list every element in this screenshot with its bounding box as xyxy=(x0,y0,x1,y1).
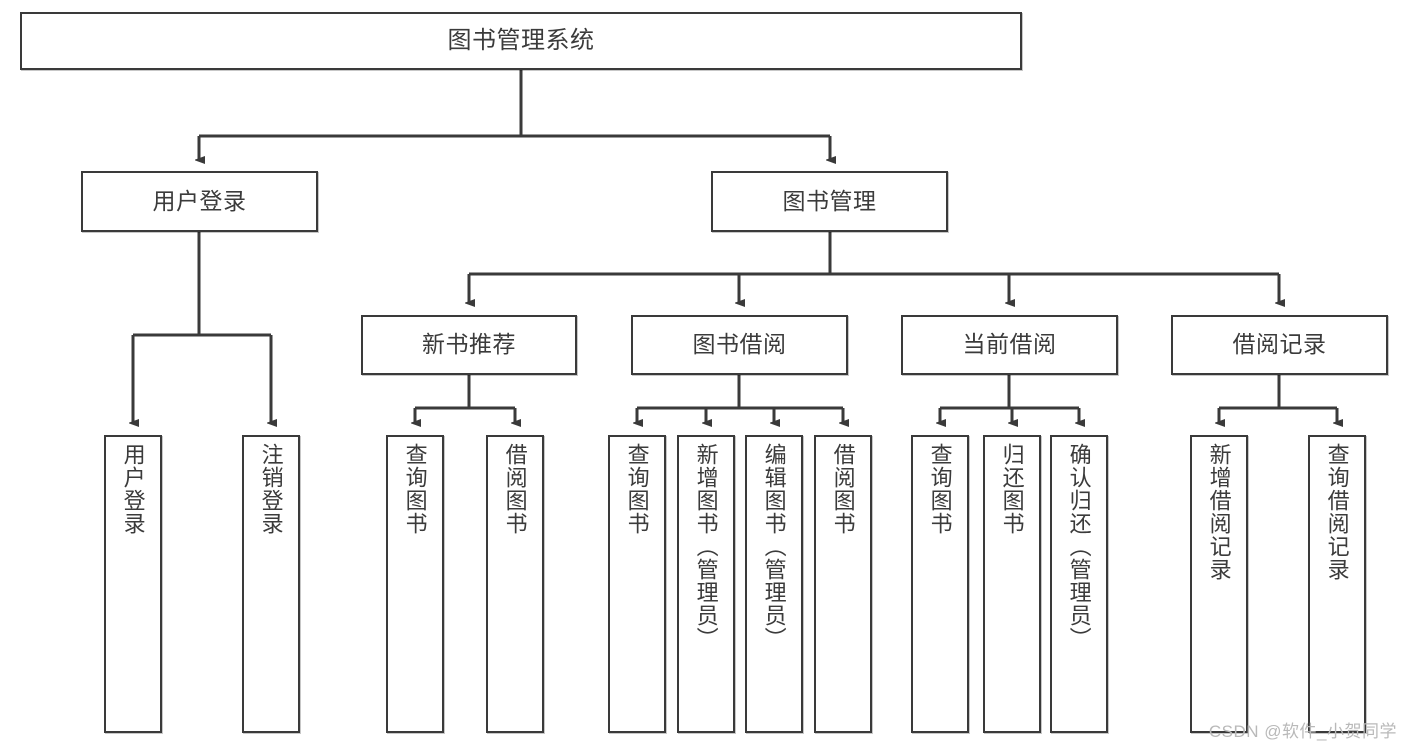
node-book-borrow[interactable]: 图书借阅 xyxy=(631,315,848,375)
node-leaf-user-login[interactable]: 用户登录 xyxy=(104,435,162,733)
node-leaf-borrow-book-2[interactable]: 借阅图书 xyxy=(814,435,872,733)
node-leaf-edit-book[interactable]: 编辑图书（管理员） xyxy=(745,435,803,733)
node-leaf-add-record-label: 新增借阅记录 xyxy=(1206,443,1232,581)
node-leaf-query-book-3[interactable]: 查询图书 xyxy=(911,435,969,733)
node-leaf-add-record[interactable]: 新增借阅记录 xyxy=(1190,435,1248,733)
node-leaf-return-book[interactable]: 归还图书 xyxy=(983,435,1041,733)
watermark: CSDN @软件_小贺同学 xyxy=(1208,722,1397,741)
node-leaf-query-book-2-label: 查询图书 xyxy=(624,443,650,535)
node-leaf-add-book-label: 新增图书（管理员） xyxy=(693,443,719,650)
node-leaf-query-book-3-label: 查询图书 xyxy=(927,443,953,535)
node-borrow-record-label: 借阅记录 xyxy=(1232,331,1327,358)
node-new-book-rec-label: 新书推荐 xyxy=(422,331,516,358)
node-leaf-query-book-1-label: 查询图书 xyxy=(402,443,428,535)
node-leaf-borrow-book-2-label: 借阅图书 xyxy=(830,443,856,535)
node-root-label: 图书管理系统 xyxy=(447,26,595,54)
node-leaf-borrow-book-1[interactable]: 借阅图书 xyxy=(486,435,544,733)
node-current-borrow-label: 当前借阅 xyxy=(962,331,1057,358)
node-book-borrow-label: 图书借阅 xyxy=(692,331,787,358)
node-leaf-user-login-label: 用户登录 xyxy=(120,443,146,535)
node-root[interactable]: 图书管理系统 xyxy=(20,12,1022,70)
node-leaf-return-book-label: 归还图书 xyxy=(999,443,1025,535)
node-leaf-edit-book-label: 编辑图书（管理员） xyxy=(761,443,787,650)
node-current-borrow[interactable]: 当前借阅 xyxy=(901,315,1118,375)
node-user-login-label: 用户登录 xyxy=(152,187,247,214)
node-leaf-query-record-label: 查询借阅记录 xyxy=(1324,443,1350,581)
node-leaf-query-record[interactable]: 查询借阅记录 xyxy=(1308,435,1366,733)
node-leaf-logout[interactable]: 注销登录 xyxy=(242,435,300,733)
node-leaf-query-book-2[interactable]: 查询图书 xyxy=(608,435,666,733)
node-borrow-record[interactable]: 借阅记录 xyxy=(1171,315,1388,375)
node-leaf-borrow-book-1-label: 借阅图书 xyxy=(502,443,528,535)
node-new-book-rec[interactable]: 新书推荐 xyxy=(361,315,577,375)
node-leaf-add-book[interactable]: 新增图书（管理员） xyxy=(677,435,735,733)
node-leaf-confirm-return-label: 确认归还（管理员） xyxy=(1066,443,1092,650)
node-user-login[interactable]: 用户登录 xyxy=(81,171,318,232)
node-leaf-query-book-1[interactable]: 查询图书 xyxy=(386,435,444,733)
node-leaf-logout-label: 注销登录 xyxy=(258,443,284,535)
node-leaf-confirm-return[interactable]: 确认归还（管理员） xyxy=(1050,435,1108,733)
node-book-manage-label: 图书管理 xyxy=(782,187,877,214)
node-book-manage[interactable]: 图书管理 xyxy=(711,171,948,232)
